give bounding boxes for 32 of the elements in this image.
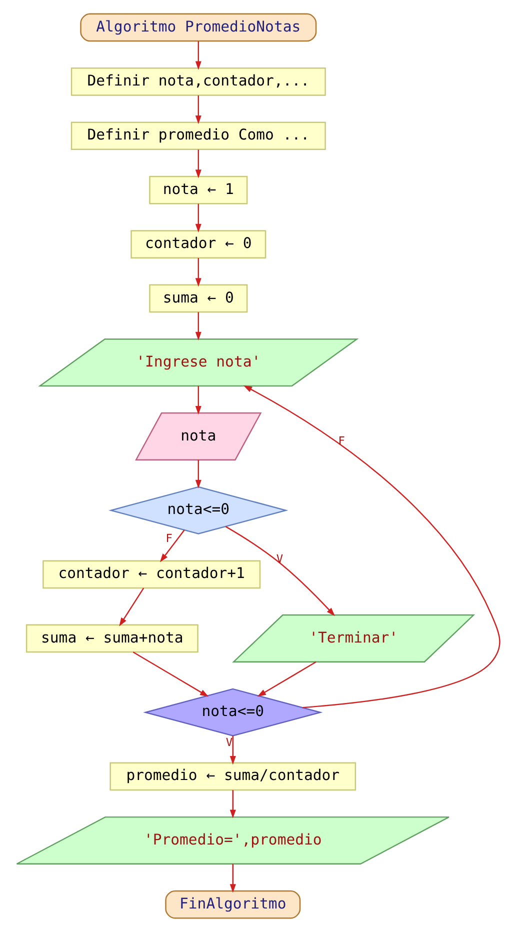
arrow — [195, 40, 202, 70]
node-box: contador ← 0 — [130, 230, 266, 258]
edge-label: V — [276, 552, 284, 565]
arrow — [225, 526, 336, 616]
arrow — [230, 863, 236, 892]
arrow — [132, 651, 209, 696]
node-box: contador ← contador+1 — [42, 560, 261, 588]
edge-label: F — [338, 434, 345, 448]
node-box: suma ← 0 — [149, 284, 248, 312]
arrow — [195, 94, 202, 124]
arrow — [195, 258, 202, 286]
edge-label: V — [226, 736, 233, 749]
edge-label: F — [166, 531, 172, 544]
node-box: nota ← 1 — [149, 175, 248, 204]
arrow — [119, 587, 144, 626]
node-box: FinAlgoritmo — [165, 890, 301, 918]
arrow — [195, 149, 202, 178]
arrow — [243, 384, 500, 708]
node-box: suma ← suma+nota — [26, 624, 198, 652]
node-box: Algoritmo PromedioNotas — [80, 12, 317, 42]
arrow — [195, 312, 202, 340]
arrow — [195, 385, 202, 414]
node-box: promedio ← suma/contador — [110, 762, 356, 790]
node-diamond: nota<=0 — [108, 486, 288, 534]
arrow — [195, 203, 202, 232]
arrow — [257, 660, 316, 696]
arrow — [195, 459, 202, 488]
node-box: Definir nota,contador,... — [70, 67, 326, 96]
node-box: Definir promedio Como ... — [70, 121, 326, 150]
arrow — [160, 529, 185, 562]
arrow — [230, 735, 236, 764]
arrow — [230, 790, 236, 818]
